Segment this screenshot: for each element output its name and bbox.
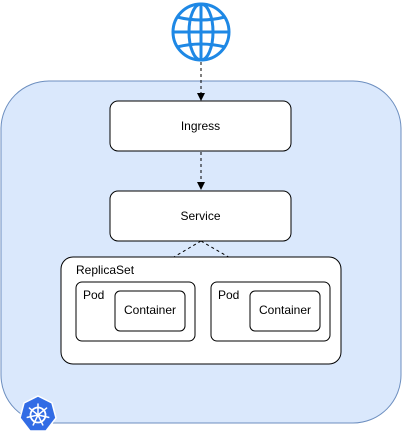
replicaset-label: ReplicaSet xyxy=(76,263,135,277)
ingress-label: Ingress xyxy=(180,119,221,133)
pod-label-2: Pod xyxy=(218,288,240,302)
container-label-1: Container xyxy=(123,303,177,317)
pod-label-1: Pod xyxy=(83,288,105,302)
container-box-1 xyxy=(114,290,186,332)
service-label: Service xyxy=(180,209,221,223)
kubernetes-logo-icon xyxy=(19,395,57,432)
globe-icon xyxy=(171,2,231,62)
container-label-2: Container xyxy=(258,303,312,317)
container-box-2 xyxy=(249,290,321,332)
service-box xyxy=(109,190,292,242)
ingress-box xyxy=(109,100,292,152)
